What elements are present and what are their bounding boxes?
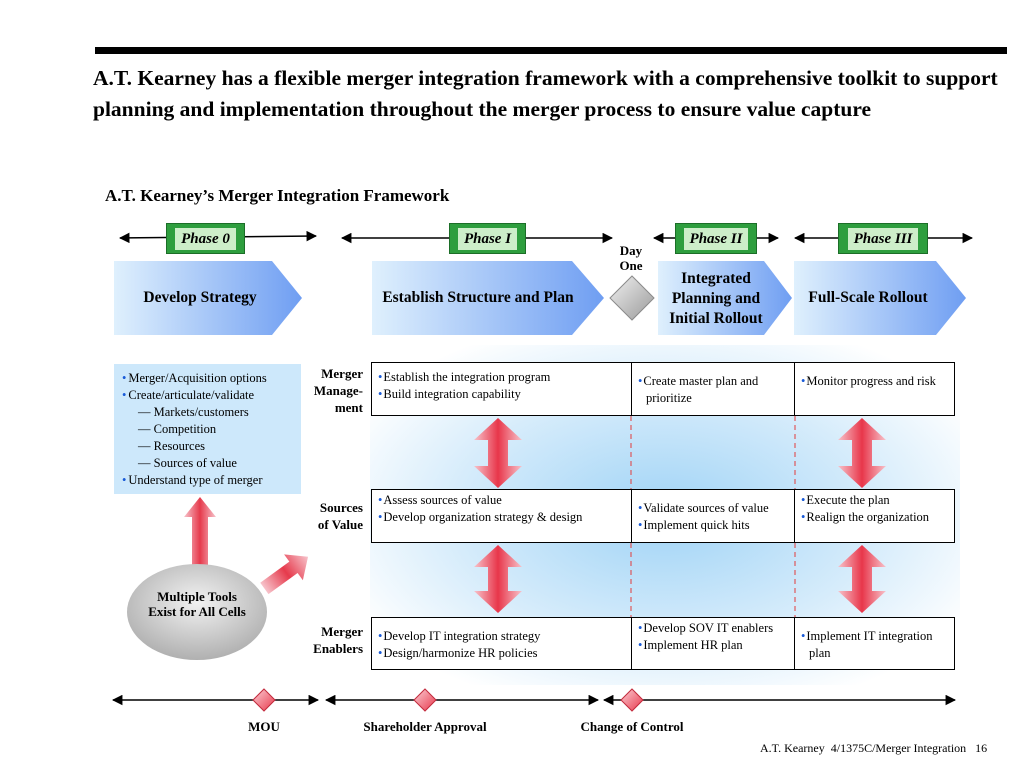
cell-r1-c1: Establish the integration programBuild i… — [371, 362, 632, 416]
row-label-sources-of-value: Sources of Value — [317, 500, 363, 532]
phase-0-label: Phase 0 — [166, 223, 245, 254]
milestone-shareholder-approval: Shareholder Approval — [363, 719, 487, 734]
strategy-box: Merger/Acquisition options Create/articu… — [114, 364, 301, 494]
strategy-item: Merger/Acquisition options — [122, 370, 293, 387]
double-arrow-col3-upper — [838, 418, 886, 488]
cell-r2-c1: Assess sources of valueDevelop organizat… — [371, 489, 632, 543]
milestone-mou: MOU — [248, 719, 280, 734]
cell-r3-c3: Implement IT integration plan — [794, 617, 955, 670]
mou-diamond — [252, 688, 276, 712]
stage-integrated-planning: Integrated Planning and Initial Rollout — [669, 270, 763, 327]
strategy-subitem: — Markets/customers — [138, 405, 249, 419]
stage2-chevron — [658, 261, 792, 335]
row-label-merger-management: Merger Manage- ment — [313, 366, 363, 415]
phase-2-text: Phase II — [683, 227, 749, 250]
cell-item: Develop SOV IT enablers — [638, 620, 788, 637]
cell-item: Build integration capability — [378, 386, 625, 403]
cell-item: Implement HR plan — [638, 637, 788, 654]
double-arrow-col1-lower — [474, 545, 522, 613]
day-one-label: Day One — [619, 243, 643, 273]
day-one-diamond — [609, 275, 655, 321]
cell-item: Establish the integration program — [378, 369, 625, 386]
page-footer: A.T. Kearney 4/1375C/Merger Integration … — [760, 741, 988, 755]
page-title: A.T. Kearney has a flexible merger integ… — [93, 66, 998, 121]
stage0-chevron — [114, 261, 302, 335]
tools-oval — [127, 564, 267, 660]
double-arrow-col1-upper — [474, 418, 522, 488]
cell-r1-c2: Create master plan and prioritize — [631, 362, 795, 416]
top-rule — [95, 47, 1007, 54]
up-arrow-to-strategy — [184, 497, 216, 568]
framework-subtitle: A.T. Kearney’s Merger Integration Framew… — [105, 186, 450, 205]
stage-develop-strategy: Develop Strategy — [143, 289, 257, 306]
stage-establish-structure: Establish Structure and Plan — [382, 289, 574, 306]
phase-1-text: Phase I — [457, 227, 518, 250]
phase-2-label: Phase II — [675, 223, 757, 254]
double-arrow-col3-lower — [838, 545, 886, 613]
phase-1-label: Phase I — [449, 223, 526, 254]
stage1-chevron — [372, 261, 604, 335]
tools-oval-label: Multiple Tools Exist for All Cells — [148, 589, 246, 619]
phase-3-label: Phase III — [838, 223, 928, 254]
cell-item: Implement IT integration plan — [801, 628, 948, 662]
cell-r3-c1: Develop IT integration strategyDesign/ha… — [371, 617, 632, 670]
strategy-subitem: — Sources of value — [138, 456, 237, 470]
stage-full-scale-rollout: Full-Scale Rollout — [808, 289, 928, 306]
strategy-subitem: — Resources — [138, 439, 205, 453]
cell-item: Develop organization strategy & design — [378, 509, 625, 526]
cell-r2-c2: Validate sources of valueImplement quick… — [631, 489, 795, 543]
milestone-change-of-control: Change of Control — [580, 719, 684, 734]
diagonal-arrow-to-grid — [260, 554, 309, 595]
cell-item: Validate sources of value — [638, 500, 788, 517]
strategy-item: Create/articulate/validate — [122, 387, 293, 404]
phase-3-text: Phase III — [847, 227, 919, 250]
cell-item: Develop IT integration strategy — [378, 628, 625, 645]
cell-r2-c3: Execute the planRealign the organization — [794, 489, 955, 543]
strategy-item: Understand type of merger — [122, 472, 293, 489]
cell-item: Monitor progress and risk — [801, 373, 948, 390]
cell-item: Implement quick hits — [638, 517, 788, 534]
phase-0-text: Phase 0 — [175, 227, 236, 250]
cell-item: Assess sources of value — [378, 492, 625, 509]
strategy-subitem: — Competition — [138, 422, 217, 436]
shareholder-approval-diamond — [413, 688, 437, 712]
cell-item: Realign the organization — [801, 509, 948, 526]
stage3-chevron — [794, 261, 966, 335]
cell-item: Design/harmonize HR policies — [378, 645, 625, 662]
change-of-control-diamond — [620, 688, 644, 712]
cell-item: Execute the plan — [801, 492, 948, 509]
cell-r1-c3: Monitor progress and risk — [794, 362, 955, 416]
row-label-merger-enablers: Merger Enablers — [313, 624, 363, 656]
cell-item: Create master plan and prioritize — [638, 373, 788, 407]
cell-r3-c2: Develop SOV IT enablersImplement HR plan — [631, 617, 795, 670]
